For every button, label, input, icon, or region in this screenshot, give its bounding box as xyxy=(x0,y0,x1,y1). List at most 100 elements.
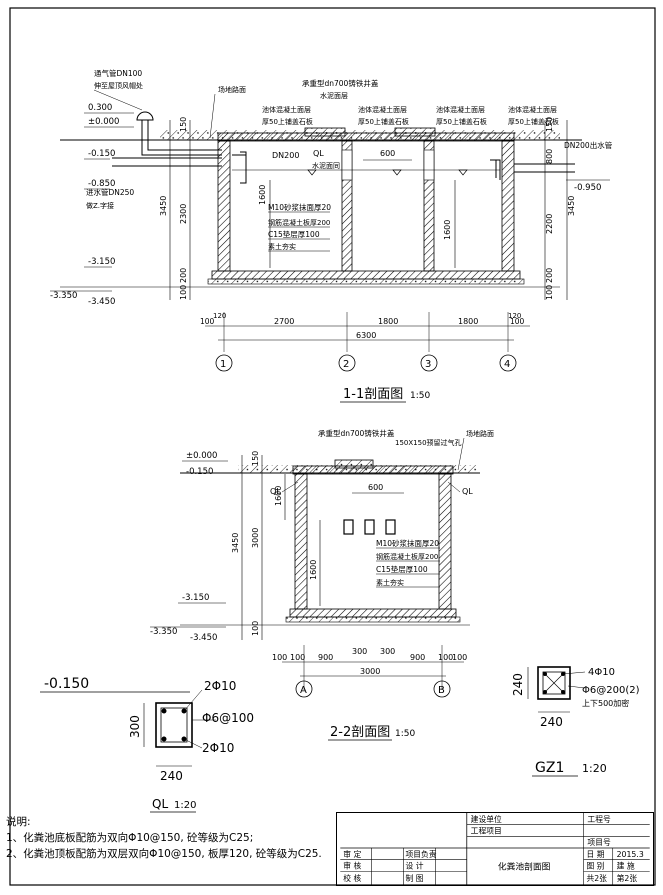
svg-text:Φ6@100: Φ6@100 xyxy=(202,711,254,725)
svg-text:-3.150: -3.150 xyxy=(88,257,115,267)
svg-text:4Φ10: 4Φ10 xyxy=(588,667,615,678)
svg-text:厚50上铺盖石板: 厚50上铺盖石板 xyxy=(436,117,487,126)
svg-text:100: 100 xyxy=(545,285,554,300)
svg-text:第2张: 第2张 xyxy=(617,873,638,883)
svg-text:M10砂浆抹面厚20: M10砂浆抹面厚20 xyxy=(268,202,331,212)
svg-text:900: 900 xyxy=(318,653,333,662)
svg-text:审 定: 审 定 xyxy=(343,849,361,859)
svg-text:1600: 1600 xyxy=(309,560,318,580)
dim-600: 600 xyxy=(380,149,395,158)
pavement-label: 场地路面 xyxy=(218,85,246,94)
svg-text:Φ6@200(2): Φ6@200(2) xyxy=(582,685,640,696)
svg-text:建设单位: 建设单位 xyxy=(471,814,502,824)
svg-text:240: 240 xyxy=(160,769,183,783)
svg-text:-3.350: -3.350 xyxy=(50,291,77,301)
svg-text:3450: 3450 xyxy=(159,196,168,216)
wall-b xyxy=(438,473,452,610)
svg-text:1800: 1800 xyxy=(458,317,478,326)
svg-text:100: 100 xyxy=(272,653,287,662)
svg-text:3: 3 xyxy=(425,359,431,370)
svg-text:200: 200 xyxy=(179,268,188,283)
svg-text:300: 300 xyxy=(380,647,395,656)
svg-text:±0.000: ±0.000 xyxy=(186,451,217,461)
svg-text:200: 200 xyxy=(545,268,554,283)
svg-text:120: 120 xyxy=(508,312,521,320)
manhole-cover-2 xyxy=(334,459,374,469)
svg-text:图 别: 图 别 xyxy=(586,861,604,870)
vent-label: 通气管DN100 xyxy=(94,68,142,78)
svg-text:3450: 3450 xyxy=(231,533,240,553)
svg-text:100: 100 xyxy=(438,653,453,662)
svg-text:设 计: 设 计 xyxy=(405,860,423,870)
svg-text:池体混凝土面层: 池体混凝土面层 xyxy=(508,105,557,114)
svg-text:池体混凝土面层: 池体混凝土面层 xyxy=(262,105,311,114)
svg-text:800: 800 xyxy=(545,149,554,164)
wall-a xyxy=(294,473,308,610)
svg-text:M10砂浆抹面厚20: M10砂浆抹面厚20 xyxy=(376,538,439,548)
svg-text:2700: 2700 xyxy=(274,317,294,326)
axis-4 xyxy=(499,354,517,372)
svg-text:100: 100 xyxy=(510,317,525,326)
wall-right xyxy=(501,140,515,272)
svg-text:1600: 1600 xyxy=(274,486,283,506)
svg-text:2Φ10: 2Φ10 xyxy=(204,679,236,693)
svg-text:素土夯实: 素土夯实 xyxy=(376,578,404,587)
svg-text:150: 150 xyxy=(545,117,554,132)
vent-cap xyxy=(136,111,154,121)
svg-text:1:20: 1:20 xyxy=(582,762,607,775)
svg-text:-3.350: -3.350 xyxy=(150,627,177,637)
inlet-label: 进水管DN250 xyxy=(86,187,134,197)
svg-text:600: 600 xyxy=(368,483,383,492)
svg-text:150X150预留过气孔: 150X150预留过气孔 xyxy=(395,438,462,447)
svg-text:厚50上铺盖石板: 厚50上铺盖石板 xyxy=(262,117,313,126)
svg-text:240: 240 xyxy=(511,673,525,696)
svg-text:承重型dn700铸铁井盖: 承重型dn700铸铁井盖 xyxy=(318,428,395,438)
svg-text:900: 900 xyxy=(410,653,425,662)
svg-text:钢筋混凝土板厚200: 钢筋混凝土板厚200 xyxy=(376,552,438,561)
axis-a xyxy=(295,680,313,698)
svg-text:1800: 1800 xyxy=(378,317,398,326)
svg-text:2300: 2300 xyxy=(179,204,188,224)
section-2-2: 1600 600 M10砂浆抹面厚20 钢筋混凝土板厚200 C15垫层厚100… xyxy=(150,428,494,741)
svg-text:厚50上铺盖石板: 厚50上铺盖石板 xyxy=(358,117,409,126)
svg-text:-0.850: -0.850 xyxy=(88,179,115,189)
svg-text:池体混凝土面层: 池体混凝土面层 xyxy=(436,105,485,114)
svg-text:水泥面同: 水泥面同 xyxy=(312,161,340,170)
svg-text:项目号: 项目号 xyxy=(587,838,611,847)
svg-text:日 期: 日 期 xyxy=(586,850,604,859)
outlet-pipe xyxy=(514,163,575,173)
svg-text:共2张: 共2张 xyxy=(586,874,607,883)
svg-text:-0.150: -0.150 xyxy=(186,467,213,477)
note-2: 2、化粪池顶板配筋为双层双向Φ10@150, 板厚120, 砼等级为C25. xyxy=(6,848,322,860)
svg-text:-0.950: -0.950 xyxy=(574,183,601,193)
svg-text:3450: 3450 xyxy=(567,196,576,216)
svg-text:伸至屋顶风帽处: 伸至屋顶风帽处 xyxy=(94,81,143,90)
note-1: 1、化粪池底板配筋为双向Φ10@150, 砼等级为C25; xyxy=(6,832,254,844)
svg-text:建 施: 建 施 xyxy=(617,860,635,870)
title-block: 建设单位 工程项目 工程号 项目号 审 定 审 核 校 核 项目负责 设 计 制… xyxy=(336,812,654,886)
svg-text:240: 240 xyxy=(540,715,563,729)
svg-text:100: 100 xyxy=(200,317,215,326)
svg-text:钢筋混凝土板厚200: 钢筋混凝土板厚200 xyxy=(268,218,330,227)
axis-1 xyxy=(215,354,233,372)
svg-text:工程项目: 工程项目 xyxy=(471,826,502,835)
svg-text:制 图: 制 图 xyxy=(405,873,423,883)
svg-text:水泥面层: 水泥面层 xyxy=(320,91,348,100)
manhole-label: 承重型dn700铸铁井盖 xyxy=(302,78,379,88)
sheet-border xyxy=(9,7,656,886)
svg-text:-3.150: -3.150 xyxy=(182,593,209,603)
svg-text:100: 100 xyxy=(251,621,260,636)
svg-text:2: 2 xyxy=(343,359,349,370)
svg-text:300: 300 xyxy=(352,647,367,656)
svg-text:1600: 1600 xyxy=(443,220,452,240)
svg-text:1:50: 1:50 xyxy=(410,391,430,401)
outlet-label: DN200出水管 xyxy=(564,140,613,150)
svg-text:审 核: 审 核 xyxy=(343,860,361,870)
svg-text:QL: QL xyxy=(462,487,473,496)
drawing-name: 化粪池剖面图 xyxy=(498,860,551,872)
section-2-title: 2-2剖面图 xyxy=(330,725,390,740)
general-notes: 说明: 1、化粪池底板配筋为双向Φ10@150, 砼等级为C25; 2、化粪池顶… xyxy=(6,814,322,862)
svg-text:工程号: 工程号 xyxy=(587,815,611,824)
